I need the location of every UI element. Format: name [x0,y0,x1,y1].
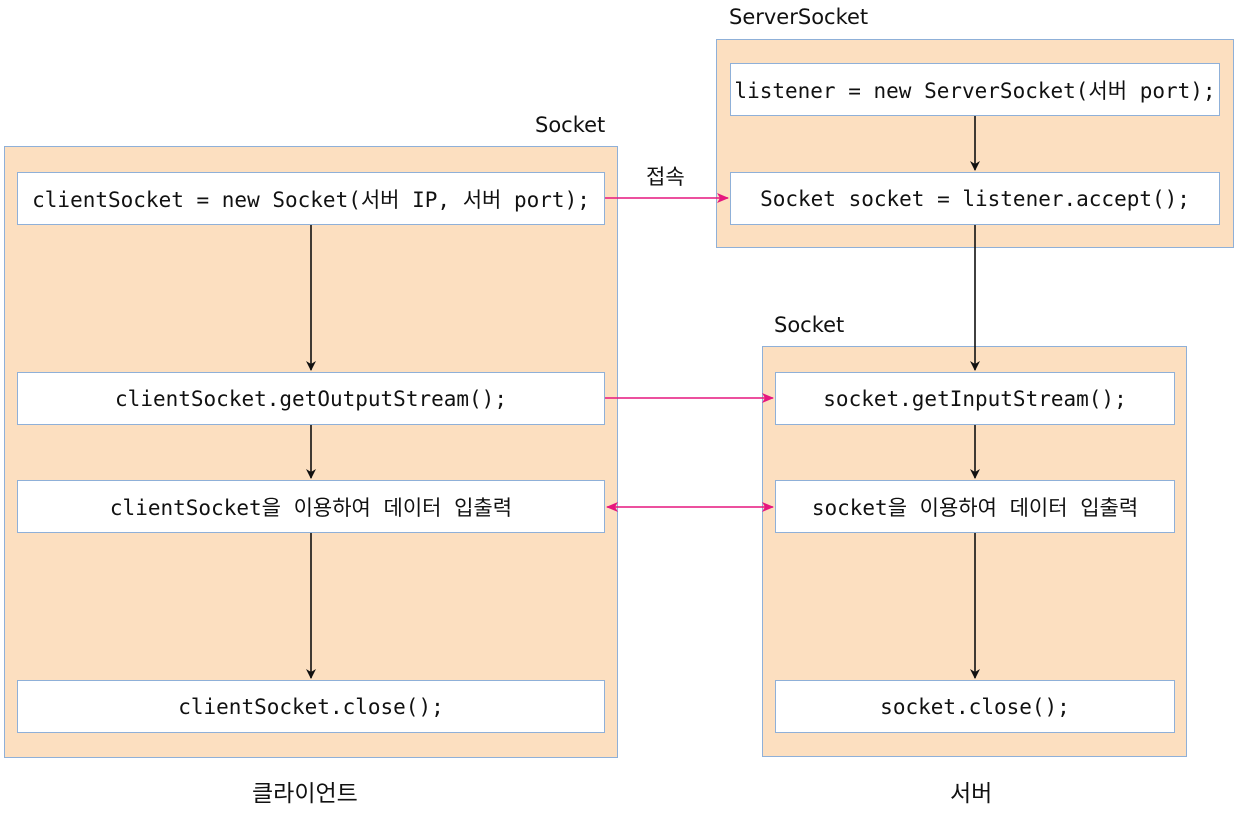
server-accept-box: Socket socket = listener.accept(); [730,172,1220,225]
server-listener-box: listener = new ServerSocket(서버 port); [730,63,1220,116]
server-input-stream-box: socket.getInputStream(); [775,372,1175,425]
client-close-box: clientSocket.close(); [17,680,605,733]
server-socket-panel-label: ServerSocket [729,5,869,29]
server-data-io-box: socket을 이용하여 데이터 입출력 [775,480,1175,533]
client-panel [4,146,618,758]
client-create-socket-box: clientSocket = new Socket(서버 IP, 서버 port… [17,172,605,225]
connect-label: 접속 [646,165,685,189]
client-output-stream-box: clientSocket.getOutputStream(); [17,372,605,425]
client-socket-panel-label: Socket [535,113,606,137]
client-caption: 클라이언트 [252,781,358,807]
server-socket-conn-panel-label: Socket [774,313,845,337]
server-caption: 서버 [950,781,993,807]
server-close-box: socket.close(); [775,680,1175,733]
client-data-io-box: clientSocket을 이용하여 데이터 입출력 [17,480,605,533]
